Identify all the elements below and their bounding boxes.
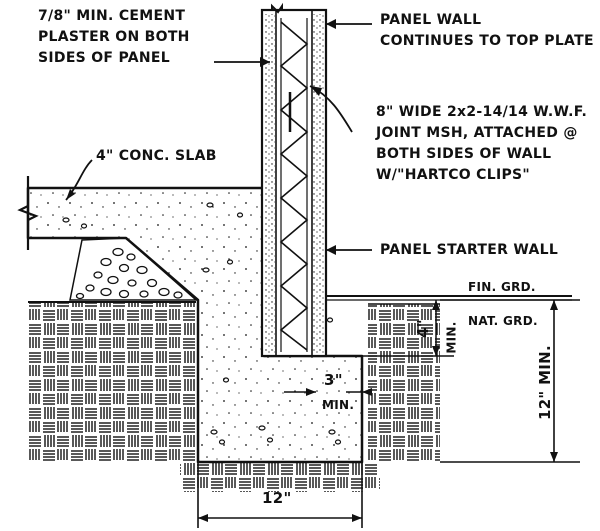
- plaster-right: [313, 14, 324, 356]
- label-dim-min-a: MIN.: [444, 321, 459, 354]
- soil-left: [28, 302, 196, 462]
- cement-plaster-line-3: SIDES OF PANEL: [38, 50, 170, 66]
- gravel-stones: [75, 247, 183, 300]
- label-panel-starter-wall: PANEL STARTER WALL: [380, 242, 559, 258]
- soil-right: [368, 304, 440, 462]
- label-dim-min-b: MIN.: [322, 398, 355, 412]
- label-cement-plaster: 7/8" MIN. CEMENT PLASTER ON BOTH SIDES O…: [38, 6, 190, 69]
- label-joint-mesh: 8" WIDE 2x2-14/14 W.W.F. JOINT MSH, ATTA…: [376, 102, 587, 186]
- concrete-aggregate: [62, 202, 342, 445]
- joint-mesh-line-1: 8" WIDE 2x2-14/14 W.W.F.: [376, 104, 588, 120]
- label-dim-12-min: 12" MIN.: [536, 344, 555, 421]
- label-fin-grd: FIN. GRD.: [468, 280, 536, 294]
- dimension-footing-width: [197, 462, 363, 528]
- soil-bottom: [180, 462, 380, 492]
- cement-plaster-line-1: 7/8" MIN. CEMENT: [38, 8, 186, 24]
- label-panel-wall: PANEL WALL CONTINUES TO TOP PLATE: [380, 10, 594, 52]
- joint-mesh-line-3: BOTH SIDES OF WALL: [376, 146, 552, 162]
- panel-wall-line-2: CONTINUES TO TOP PLATE: [380, 33, 594, 49]
- plaster-left: [264, 14, 275, 356]
- joint-mesh-line-4: W/"HARTCO CLIPS": [376, 167, 530, 183]
- joint-mesh-line-2: JOINT MSH, ATTACHED @: [376, 125, 578, 141]
- truss-zigzag: [279, 21, 309, 351]
- wall-break-top: [262, 2, 326, 14]
- label-dim-3in: 3": [324, 371, 343, 389]
- slab-break-line: [17, 176, 39, 250]
- label-dim-4in: 4": [413, 319, 432, 338]
- dimension-3in: [284, 388, 372, 396]
- panel-wall-line-1: PANEL WALL: [380, 12, 482, 28]
- label-nat-grd: NAT. GRD.: [468, 314, 538, 328]
- dimension-depth: [440, 299, 580, 463]
- label-dim-12in: 12": [262, 489, 292, 507]
- label-conc-slab: 4" CONC. SLAB: [96, 148, 217, 164]
- leader-lines: [65, 19, 372, 255]
- cement-plaster-line-2: PLASTER ON BOTH: [38, 29, 190, 45]
- dimension-4in: [326, 300, 454, 357]
